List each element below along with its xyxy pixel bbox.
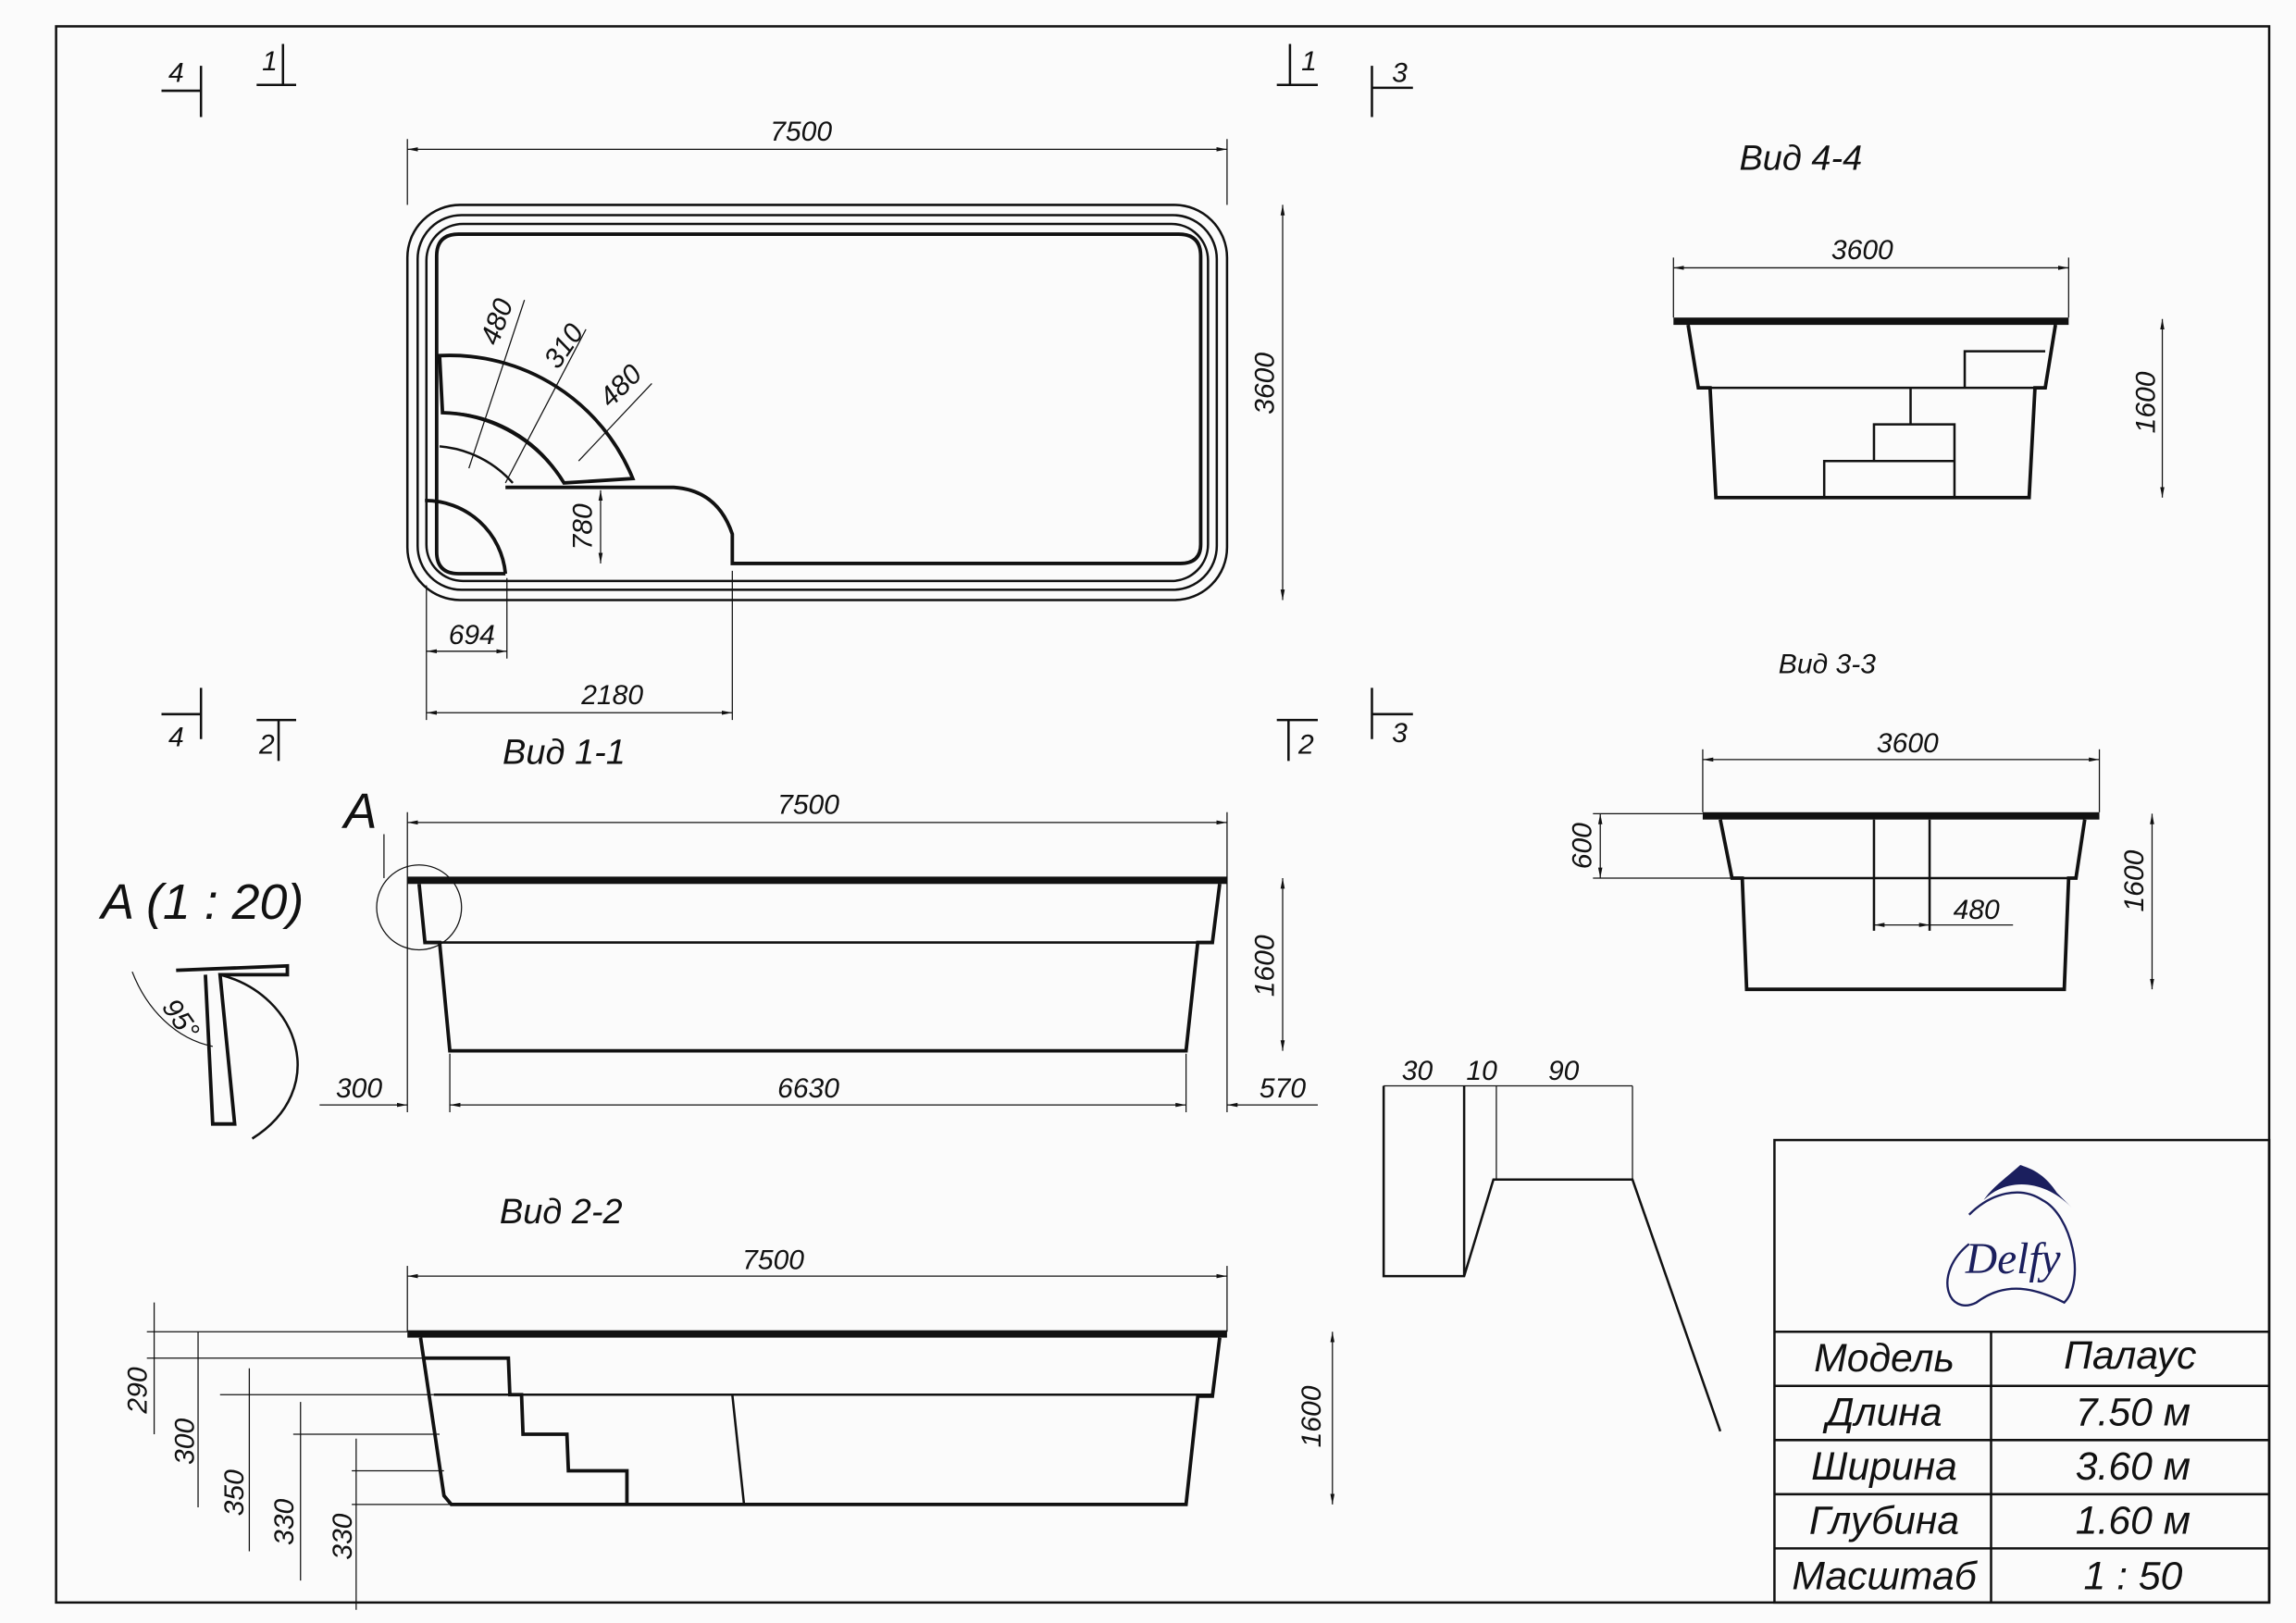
row-label: Масштаб xyxy=(1792,1555,1978,1599)
dim-right: 570 xyxy=(1260,1073,1306,1104)
row-label: Модель xyxy=(1814,1336,1955,1381)
dim-ledge: 600 xyxy=(1568,823,1598,869)
section-marks xyxy=(161,43,1413,762)
dim-step: 330 xyxy=(328,1513,358,1559)
sheet-border xyxy=(55,25,2271,1604)
section-label: 1 xyxy=(262,46,278,77)
dim-bottom: 6630 xyxy=(777,1073,839,1104)
dim-step: 350 xyxy=(219,1469,250,1516)
view-title: Вид 2-2 xyxy=(500,1193,623,1232)
view-4-4: Вид 4-4 3600 1600 xyxy=(1672,139,2165,500)
section-label: 2 xyxy=(1297,730,1314,761)
dim-2180: 2180 xyxy=(580,680,643,711)
view-2-2: Вид 2-2 7500 1600 290 300 350 330 330 xyxy=(123,1193,1335,1610)
row-value: 1 : 50 xyxy=(2084,1555,2183,1599)
dim-profile: 10 xyxy=(1466,1056,1497,1086)
rim-profile: 30 10 90 xyxy=(1382,1056,1722,1432)
section-label: 2 xyxy=(258,730,275,761)
section-label: 4 xyxy=(168,58,184,89)
dim-step: 310 xyxy=(539,318,590,374)
dim-depth: 1600 xyxy=(1297,1385,1327,1447)
dim-left: 300 xyxy=(336,1073,382,1104)
angle-label: 95° xyxy=(155,994,205,1046)
dim-step: 330 xyxy=(269,1499,300,1545)
row-label: Глубина xyxy=(1809,1499,1959,1543)
section-label: 3 xyxy=(1392,718,1408,749)
dim-profile: 90 xyxy=(1548,1056,1580,1086)
row-value: Палаус xyxy=(2064,1333,2196,1378)
dim-length: 7500 xyxy=(742,1245,804,1275)
title-block: Delfy Модель Палаус Длина 7.50 м Ширина … xyxy=(1773,1138,2271,1604)
dim-profile: 30 xyxy=(1402,1056,1433,1086)
detail-callout: A xyxy=(341,784,378,839)
row-value: 1.60 м xyxy=(2076,1499,2191,1543)
plan-view: 7500 3600 480 310 480 780 694 2180 4 1 1… xyxy=(161,43,1413,762)
row-value: 3.60 м xyxy=(2076,1444,2191,1489)
row-label: Длина xyxy=(1822,1390,1942,1434)
section-label: 1 xyxy=(1301,46,1317,77)
dim-step: 290 xyxy=(123,1367,154,1414)
dim-depth: 1600 xyxy=(2131,371,2162,433)
dim-694: 694 xyxy=(449,620,495,650)
section-label: 4 xyxy=(168,723,184,753)
dim-780: 780 xyxy=(567,503,598,550)
dim-step: 480 xyxy=(475,294,519,349)
view-title: Вид 1-1 xyxy=(503,734,626,773)
dim-depth: 1600 xyxy=(1250,935,1281,997)
logo-text: Delfy xyxy=(1965,1235,2062,1283)
view-3-3: Вид 3-3 3600 600 1600 480 xyxy=(1568,650,2154,992)
dim-width: 3600 xyxy=(1250,353,1281,415)
view-title: Вид 4-4 xyxy=(1740,139,1863,178)
dim-step: 300 xyxy=(169,1419,200,1465)
row-label: Ширина xyxy=(1811,1444,1957,1489)
dim-depth: 1600 xyxy=(2119,849,2150,911)
dim-width: 3600 xyxy=(1877,728,1939,759)
dim-width: 3600 xyxy=(1831,235,1893,266)
dim-step: 480 xyxy=(1954,895,2000,925)
view-1-1: Вид 1-1 7500 1600 300 6630 570 A xyxy=(319,734,1318,1113)
detail-a: A (1 : 20) 95° xyxy=(98,874,304,1140)
dim-length: 7500 xyxy=(770,117,832,147)
delfy-logo: Delfy xyxy=(1946,1164,2077,1307)
section-label: 3 xyxy=(1392,58,1408,89)
row-value: 7.50 м xyxy=(2076,1390,2191,1434)
view-title: Вид 3-3 xyxy=(1779,650,1876,680)
dim-step: 480 xyxy=(593,359,648,414)
detail-title: A (1 : 20) xyxy=(98,874,304,930)
dim-length: 7500 xyxy=(777,789,839,820)
